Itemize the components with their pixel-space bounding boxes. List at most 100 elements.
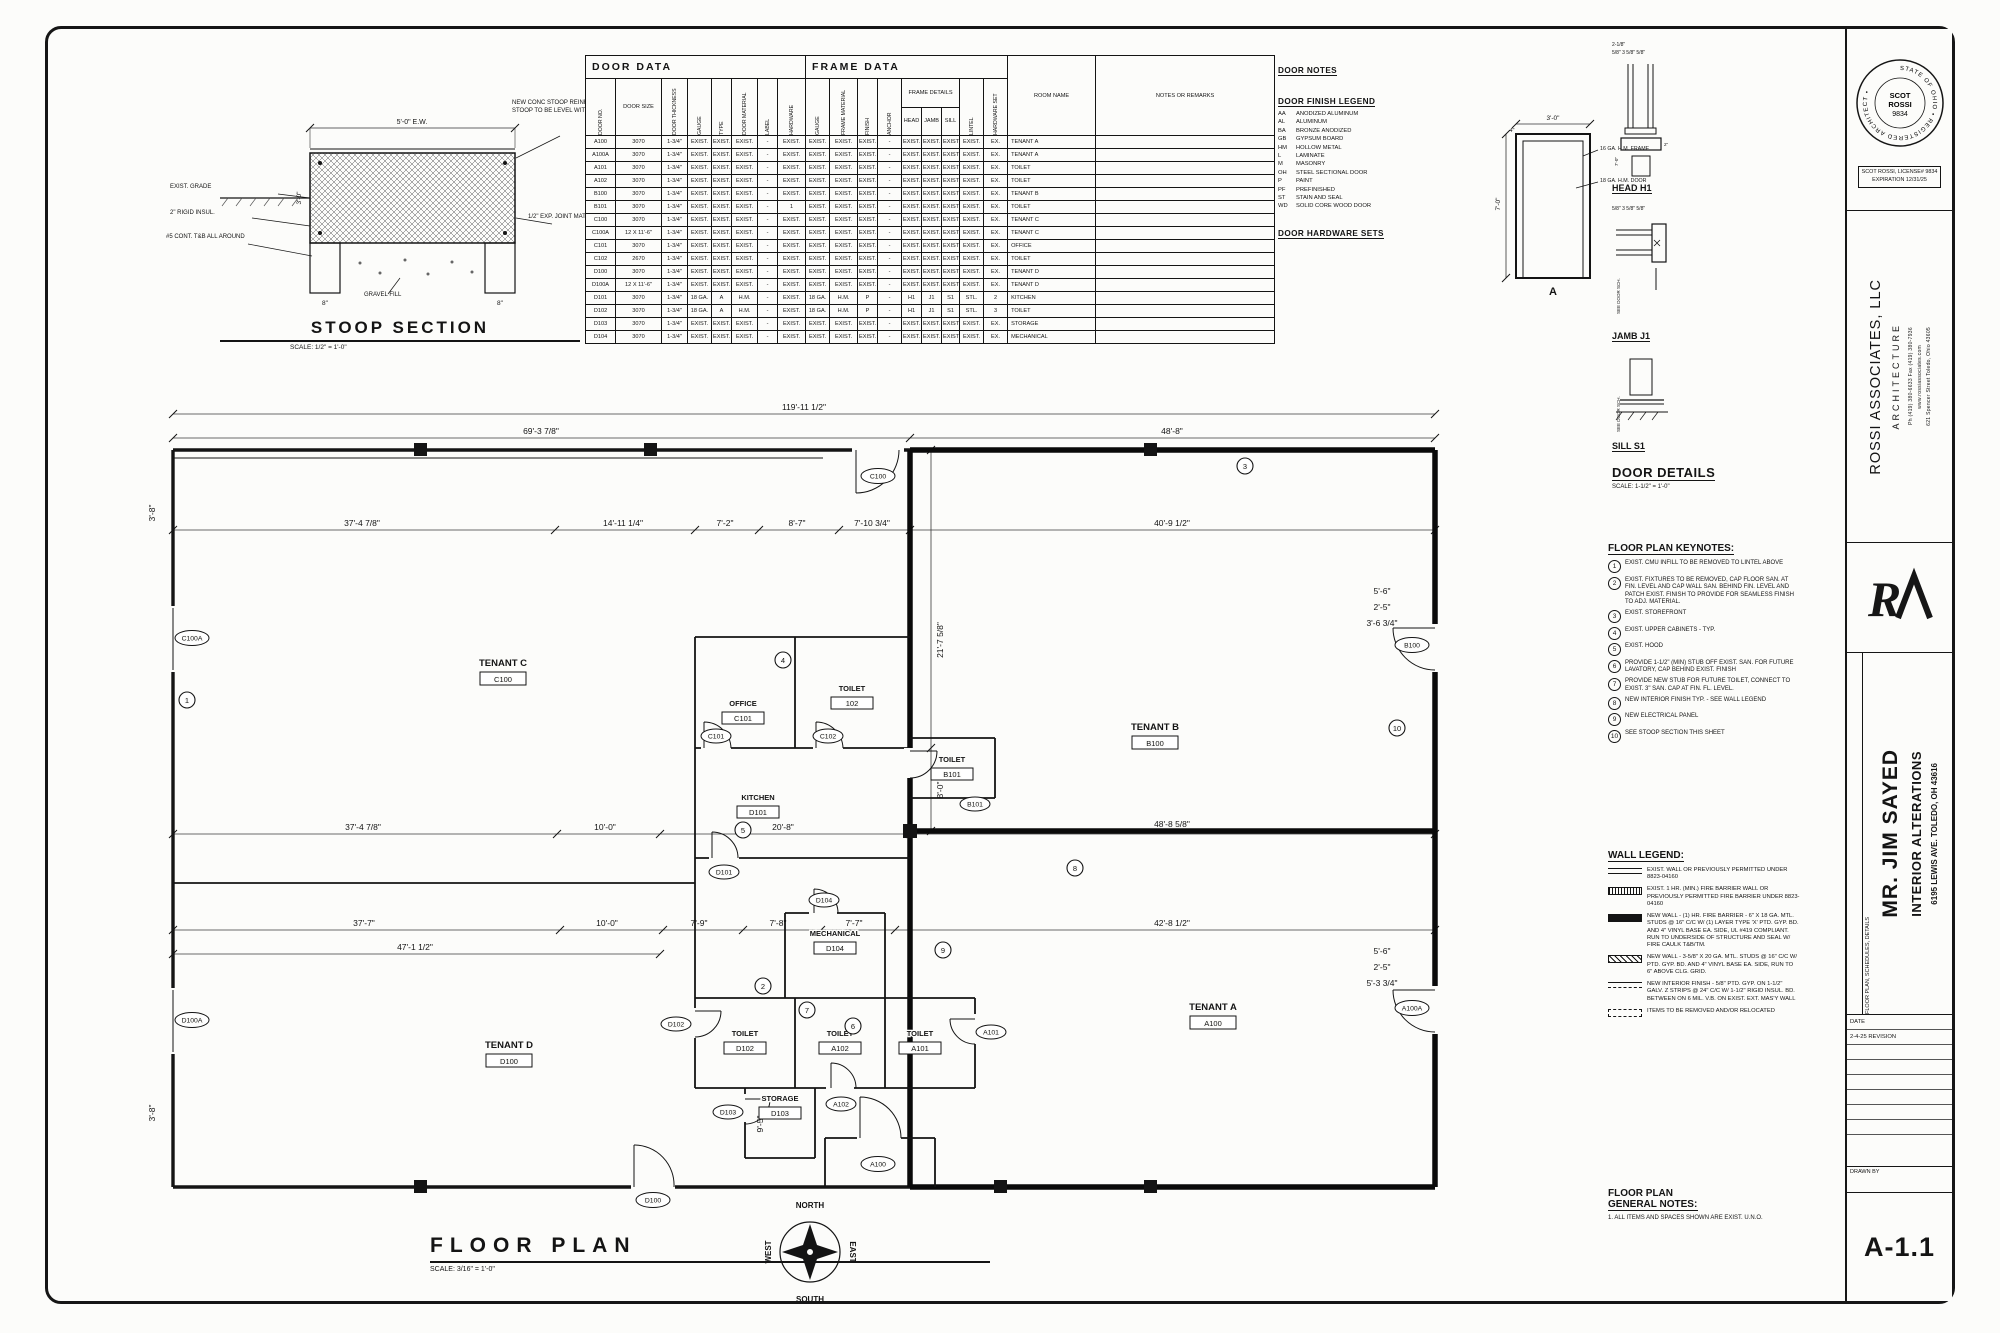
logo-letter-r: R (1867, 571, 1901, 627)
cell-frame-material: EXIST. (829, 226, 859, 240)
cell-room-name: TOILET (1007, 252, 1097, 266)
door-tag: A102 (833, 1102, 849, 1109)
cell-jamb: EXIST. (921, 161, 943, 175)
room-number: 102 (846, 699, 859, 708)
dim: 14'-11 1/4" (603, 518, 643, 528)
keynote-bubble: 10 (1393, 724, 1401, 733)
cell-head: EXIST. (901, 200, 923, 214)
cell-sill: EXIST. (941, 187, 961, 201)
cell-thickness: 1-3/4" (661, 265, 688, 279)
keynote-number: 9 (1608, 713, 1621, 726)
cell-finish: EXIST. (857, 161, 879, 175)
cell-material: EXIST. (731, 265, 758, 279)
dim-small: 2'-5" (1374, 962, 1391, 972)
sheet-number-section: A-1.1 (1847, 1193, 1952, 1301)
door-tag: D104 (816, 898, 832, 905)
cell-material: EXIST. (731, 213, 758, 227)
cell-anchor: - (877, 278, 903, 292)
north-arrow: NORTH SOUTH EAST WEST (764, 1201, 857, 1304)
keynote-text: EXIST. UPPER CABINETS - TYP. (1625, 626, 1716, 633)
wall-symbol-removed (1608, 1008, 1642, 1017)
keynote-number: 10 (1608, 729, 1621, 743)
sheet-number: A-1.1 (1863, 1231, 1936, 1262)
cell-hardware: EXIST. (776, 213, 807, 227)
door-schedule-row: D102 3070 1-3/4" 18 GA. A H.M. - EXIST. … (585, 304, 1275, 318)
cell-frame-material: EXIST. (829, 239, 859, 253)
room-name: TOILET (827, 1029, 854, 1038)
room-name: STORAGE (762, 1094, 799, 1103)
room-number: C101 (734, 714, 752, 723)
door-notes-column: DOOR NOTES DOOR FINISH LEGEND AA ANODIZE… (1278, 60, 1478, 254)
cell-hardware: 1 (776, 200, 807, 214)
keynote-number: 4 (1608, 626, 1621, 640)
cell-finish: P (857, 304, 879, 318)
wall-legend-item: NEW INTERIOR FINISH - 5/8" PTD. GYP. ON … (1608, 981, 1800, 1003)
keynote-text: PROVIDE 1-1/2" (MIN) STUB OFF EXIST. SAN… (1625, 659, 1794, 674)
cell-lintel: EXIST. (959, 213, 985, 227)
room-name: OFFICE (729, 699, 757, 708)
cell-lintel: STL. (959, 291, 985, 305)
finish-code: GB (1278, 136, 1287, 143)
cell-notes (1095, 161, 1275, 175)
cell-gauge: EXIST. (687, 252, 712, 266)
cell-sill: EXIST. (941, 239, 961, 253)
dimension-lines (168, 409, 1440, 959)
sill-detail-title: SILL S1 (1612, 441, 1645, 452)
cell-finish: EXIST. (857, 317, 879, 331)
keynote-bubble: 9 (941, 946, 945, 955)
finish-legend-row: GB GYPSUM BOARD (1278, 135, 1478, 143)
cell-finish: P (857, 291, 879, 305)
cell-material: EXIST. (731, 330, 758, 344)
floor-plan-drawing: 119'-11 1/2" 69'-3 7/8" 48'-8" 37'-4 7/8… (146, 401, 1442, 1208)
finish-description: LAMINATE (1296, 152, 1325, 159)
revision-row-empty (1847, 1120, 1952, 1135)
cell-notes (1095, 304, 1275, 318)
cell-type: EXIST. (711, 278, 732, 292)
dim-overall: 119'-11 1/2" (782, 402, 826, 412)
wall-legend-text: NEW WALL - 3-5/8" X 20 GA. MTL. STUDS @ … (1647, 954, 1798, 975)
cell-notes (1095, 213, 1275, 227)
door-tag: A100A (1402, 1006, 1423, 1013)
cell-material: EXIST. (731, 239, 758, 253)
cell-material: EXIST. (731, 174, 758, 188)
cell-room-name: TENANT A (1007, 148, 1097, 162)
cell-material: EXIST. (731, 161, 758, 175)
cell-sill: EXIST. (941, 135, 961, 149)
header-type: TYPE (711, 78, 732, 136)
cell-hardware: EXIST. (776, 174, 807, 188)
cell-frame-material: EXIST. (829, 265, 859, 279)
cell-frame-gauge: 18 GA. (805, 291, 831, 305)
cell-jamb: J1 (921, 291, 943, 305)
dim: 40'-9 1/2" (1154, 518, 1190, 528)
door-data-title: DOOR DATA (584, 55, 807, 79)
dim-small: 2'-5" (1374, 602, 1391, 612)
cell-material: EXIST. (731, 135, 758, 149)
finish-code: ST (1278, 194, 1286, 201)
finish-legend-row: AL ALUMINUM (1278, 118, 1478, 126)
wall-legend: WALL LEGEND: EXIST. WALL OR PREVIOUSLY P… (1608, 845, 1800, 1022)
cell-gauge: EXIST. (687, 226, 712, 240)
cell-anchor: - (877, 187, 903, 201)
cell-finish: EXIST. (857, 252, 879, 266)
cell-notes (1095, 135, 1275, 149)
floor-plan-title: FLOOR PLAN SCALE: 3/16" = 1'-0" (430, 1234, 990, 1273)
cell-door-size: 3070 (615, 291, 662, 305)
cell-jamb: EXIST. (921, 213, 943, 227)
room-name: TOILET (732, 1029, 759, 1038)
cell-head: EXIST. (901, 135, 923, 149)
cell-door-no: D100A (585, 278, 616, 292)
cell-door-no: D102 (585, 304, 616, 318)
drawn-by-label: DRAWN BY (1850, 1169, 1880, 1175)
header-label: LABEL (757, 78, 778, 136)
cell-lintel: EXIST. (959, 148, 985, 162)
cell-head: EXIST. (901, 239, 923, 253)
cell-type: EXIST. (711, 161, 732, 175)
wall-legend-item: EXIST. 1 HR. (MIN.) FIRE BARRIER WALL OR… (1608, 886, 1800, 908)
door-finish-legend-title: DOOR FINISH LEGEND (1278, 97, 1376, 107)
keynote-number: 7 (1608, 678, 1621, 691)
cell-label: - (757, 148, 778, 162)
door-schedule-row: A101 3070 1-3/4" EXIST. EXIST. EXIST. - … (585, 161, 1275, 175)
cell-finish: EXIST. (857, 226, 879, 240)
cell-thickness: 1-3/4" (661, 200, 688, 214)
cell-gauge: EXIST. (687, 148, 712, 162)
